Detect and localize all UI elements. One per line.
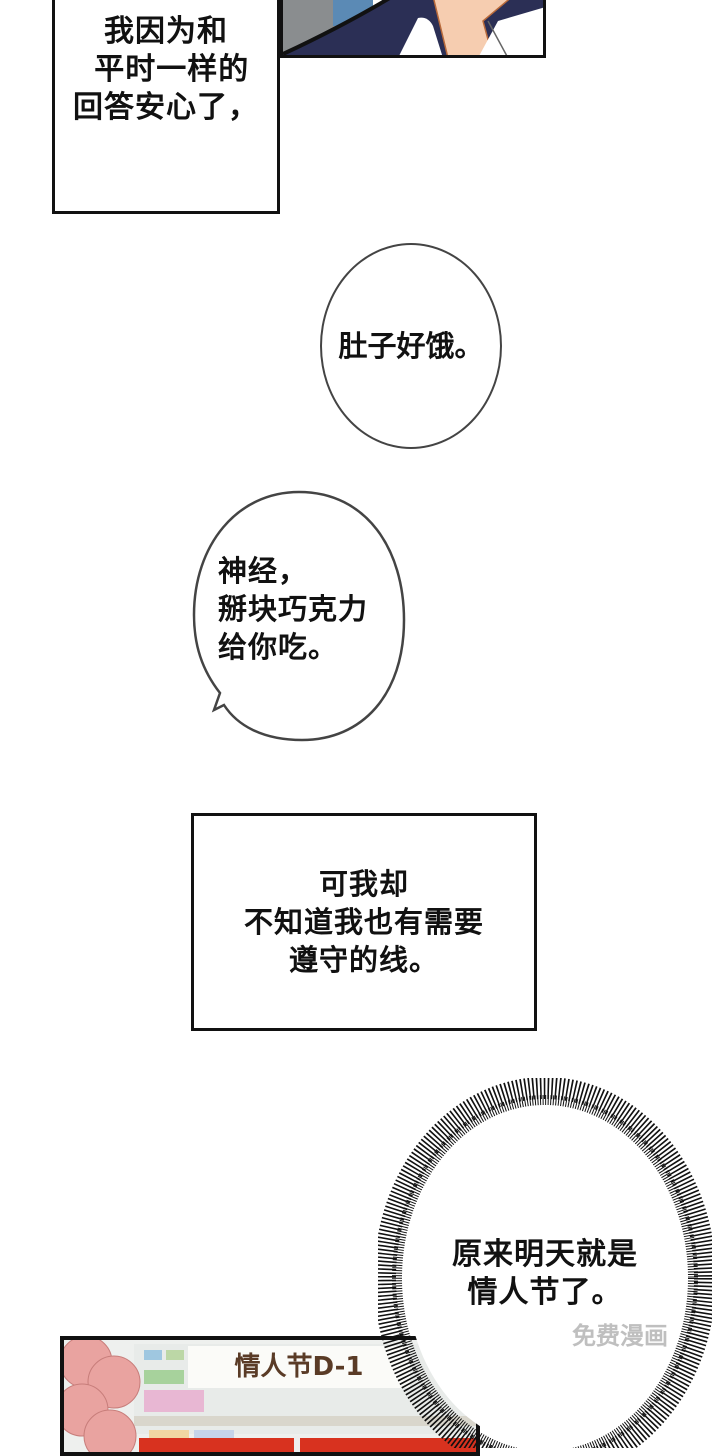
narration-text-1: 我因为和 平时一样的 回答安心了， [73, 14, 259, 125]
speech-bubble-tail-shape [192, 490, 406, 742]
burst-text: 原来明天就是 情人节了。 [452, 1237, 638, 1310]
speech-bubble-1: 肚子好饿。 [320, 243, 502, 449]
narration-text-2: 可我却 不知道我也有需要 遵守的线。 [243, 867, 484, 977]
speech-text-1: 肚子好饿。 [338, 329, 484, 363]
valentines-countdown-sign: 情人节D-1 [188, 1346, 410, 1388]
speech-text-2: 神经， 掰块巧克力 给你吃。 [218, 554, 369, 664]
speech-bubble-2: 神经， 掰块巧克力 给你吃。 [192, 490, 406, 742]
watermark-text: 免费漫画 [572, 1322, 668, 1350]
top-art-panel [280, 0, 546, 58]
narration-box-2: 可我却 不知道我也有需要 遵守的线。 [191, 813, 537, 1031]
character-suit-illustration [283, 0, 543, 55]
spiky-burst-outline [378, 1078, 712, 1448]
sign-text: 情人节D-1 [234, 1352, 364, 1382]
burst-thought-bubble: 原来明天就是 情人节了。 [378, 1078, 712, 1448]
narration-box-1: 我因为和 平时一样的 回答安心了， [52, 0, 280, 214]
